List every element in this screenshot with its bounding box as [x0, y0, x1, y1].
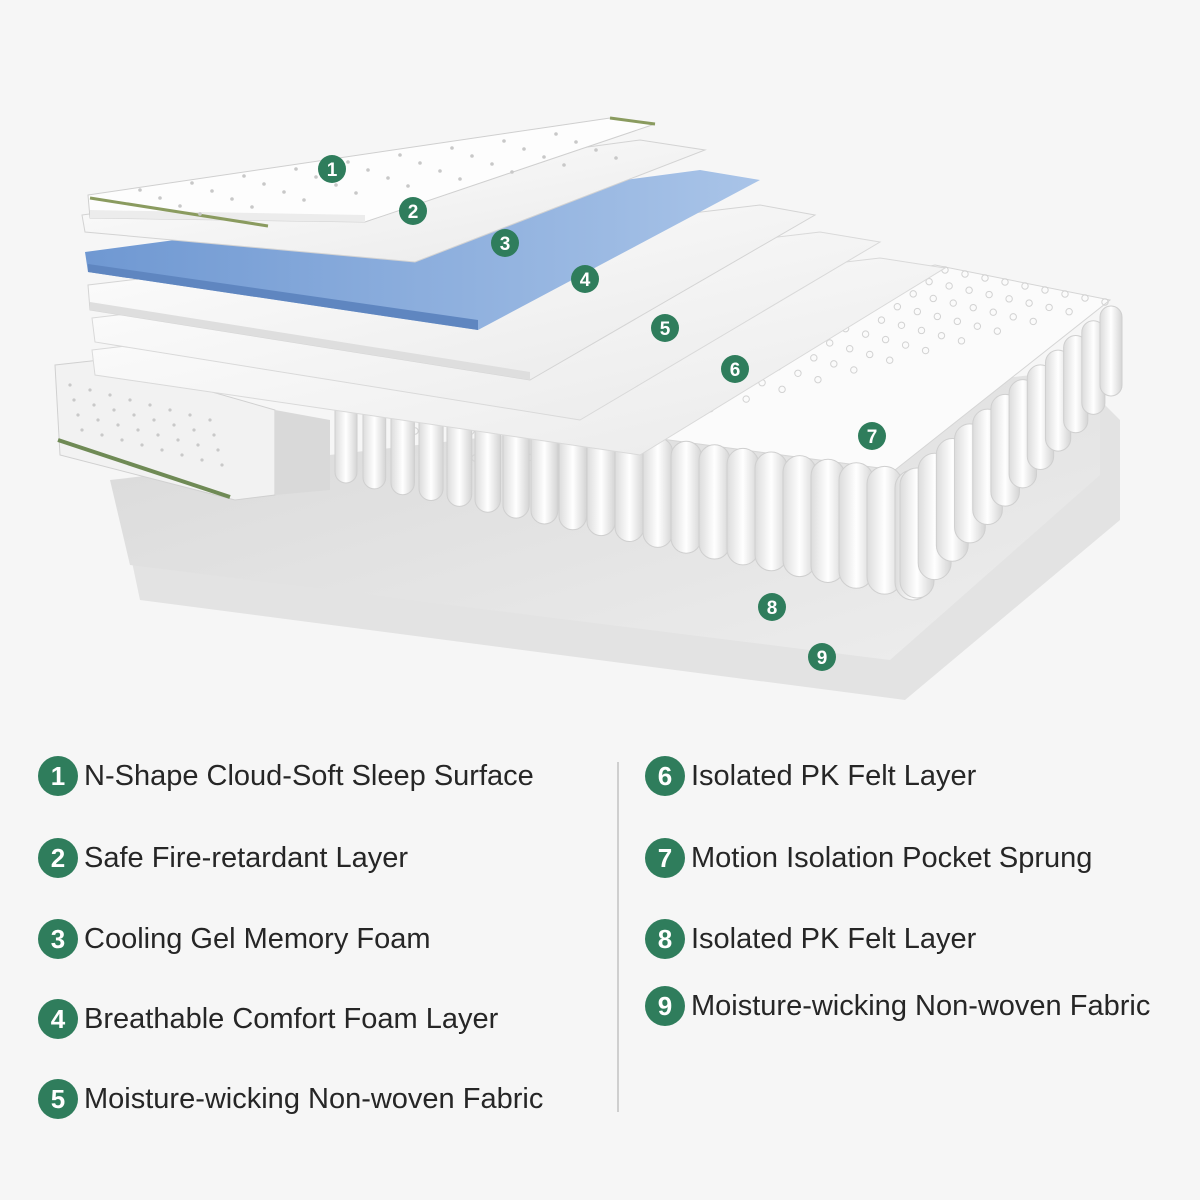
- marker-number: 7: [867, 427, 878, 448]
- legend-item-8: 8 Isolated PK Felt Layer: [645, 919, 1161, 959]
- layer-marker-1: 1: [318, 155, 346, 183]
- layer-marker-9: 9: [808, 643, 836, 671]
- marker-number: 9: [817, 648, 828, 669]
- layer-1-edge: [90, 210, 365, 222]
- mattress-layers-illustration: 1 2 3 4 5 6 7 8 9: [54, 116, 1123, 700]
- legend-item-7: 7 Motion Isolation Pocket Sprung: [645, 838, 1161, 878]
- layer-marker-3: 3: [491, 229, 519, 257]
- marker-number: 8: [767, 598, 778, 619]
- marker-number: 5: [660, 319, 671, 340]
- layer-1-green-trim-right: [609, 116, 656, 126]
- spring-block-side: [899, 305, 1123, 599]
- marker-number: 4: [580, 270, 591, 291]
- number-badge: 3: [38, 919, 78, 959]
- number-badge: 1: [38, 756, 78, 796]
- layer-marker-6: 6: [721, 355, 749, 383]
- layer-legend: 1 N-Shape Cloud-Soft Sleep Surface 2 Saf…: [0, 730, 1200, 1200]
- layer-1-green-trim: [89, 196, 269, 228]
- pocket-coil: [670, 440, 702, 554]
- number-badge: 7: [645, 838, 685, 878]
- layer-marker-2: 2: [399, 197, 427, 225]
- number-badge: 4: [38, 999, 78, 1039]
- legend-label: Isolated PK Felt Layer: [691, 759, 977, 792]
- mattress-border-inner: [275, 410, 330, 495]
- pocket-coil: [726, 447, 760, 566]
- marker-number: 2: [408, 202, 419, 223]
- pocket-coil: [698, 444, 731, 560]
- layer-marker-5: 5: [651, 314, 679, 342]
- spring-block-front: [334, 397, 932, 601]
- legend-label: N-Shape Cloud-Soft Sleep Surface: [84, 759, 534, 792]
- green-trim: [57, 438, 231, 499]
- legend-item-4: 4 Breathable Comfort Foam Layer: [38, 999, 498, 1039]
- legend-item-2: 2 Safe Fire-retardant Layer: [38, 838, 408, 878]
- layer-marker-4: 4: [571, 265, 599, 293]
- legend-item-9: 9 Moisture-wicking Non-woven Fabric: [645, 986, 1161, 1026]
- quilt-stitch-pattern: [138, 132, 618, 216]
- layer-4-edge: [90, 302, 530, 380]
- legend-divider: [617, 762, 619, 1112]
- marker-number: 3: [500, 234, 511, 255]
- legend-item-6: 6 Isolated PK Felt Layer: [645, 756, 1161, 796]
- number-badge: 8: [645, 919, 685, 959]
- layer-marker-8: 8: [758, 593, 786, 621]
- layer-marker-7: 7: [858, 422, 886, 450]
- number-badge: 5: [38, 1079, 78, 1119]
- number-badge: 6: [645, 756, 685, 796]
- legend-label: Cooling Gel Memory Foam: [84, 922, 431, 955]
- legend-label: Breathable Comfort Foam Layer: [84, 1002, 499, 1035]
- legend-item-5: 5 Moisture-wicking Non-woven Fabric: [38, 1079, 543, 1119]
- legend-label: Isolated PK Felt Layer: [691, 922, 977, 955]
- marker-number: 1: [327, 160, 338, 181]
- legend-item-3: 3 Cooling Gel Memory Foam: [38, 919, 431, 959]
- marker-number: 6: [730, 360, 741, 381]
- layer-3-edge: [88, 264, 478, 330]
- legend-label: Motion Isolation Pocket Sprung: [691, 841, 1093, 874]
- number-badge: 9: [645, 986, 685, 1026]
- pocket-coil: [1099, 305, 1123, 397]
- number-badge: 2: [38, 838, 78, 878]
- legend-label: Moisture-wicking Non-woven Fabric: [691, 989, 1151, 1022]
- legend-label: Safe Fire-retardant Layer: [84, 841, 408, 874]
- legend-item-1: 1 N-Shape Cloud-Soft Sleep Surface: [38, 756, 534, 796]
- border-vent-dots: [68, 383, 224, 467]
- pocket-coil: [642, 437, 674, 548]
- layer-1-sleep-surface: [87, 117, 656, 223]
- legend-label: Moisture-wicking Non-woven Fabric: [84, 1082, 544, 1115]
